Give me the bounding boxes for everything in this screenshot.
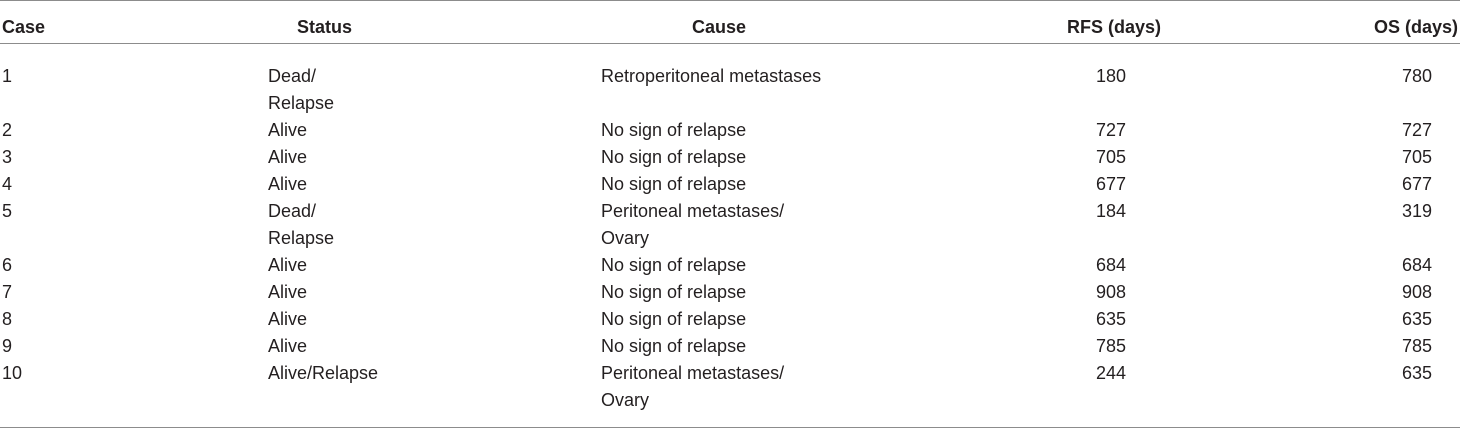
cell-status: Alive: [268, 306, 307, 333]
cell-status-line: Dead/: [268, 66, 317, 86]
cell-case: 8: [2, 309, 13, 329]
cell-cause-line: No sign of relapse: [601, 336, 747, 356]
cell-status-line: Alive: [268, 174, 308, 194]
cell-rfs: 727: [1095, 120, 1126, 140]
cell-rfs: 184: [1095, 201, 1126, 221]
cell-status: Alive: [268, 171, 307, 198]
cell-rfs: 244: [1095, 363, 1126, 383]
cell-cause: No sign of relapse: [601, 171, 746, 198]
cell-status: Alive/Relapse: [268, 360, 378, 387]
cell-status-line: Relapse: [268, 228, 335, 248]
cell-status-line: Alive: [268, 120, 308, 140]
cell-case: 1: [2, 66, 13, 86]
cell-rfs: 785: [1095, 336, 1126, 356]
cell-rfs: 635: [1095, 309, 1126, 329]
cell-status: Alive: [268, 333, 307, 360]
cell-cause-line: No sign of relapse: [601, 174, 747, 194]
cell-cause: No sign of relapse: [601, 252, 746, 279]
cell-status-line: Alive/Relapse: [268, 363, 379, 383]
cell-os: 319: [1401, 201, 1432, 221]
cell-rfs: 180: [1095, 66, 1126, 86]
cell-cause-line: Retroperitoneal metastases: [601, 66, 822, 86]
cell-cause-line: No sign of relapse: [601, 120, 747, 140]
cell-cause-line: Ovary: [601, 228, 650, 248]
cell-os: 635: [1401, 363, 1432, 383]
cell-case: 5: [2, 201, 13, 221]
cell-case: 4: [2, 174, 13, 194]
cell-cause: Retroperitoneal metastases: [601, 63, 821, 90]
cell-case: 2: [2, 120, 13, 140]
header-cause: Cause: [692, 17, 747, 37]
cell-case: 10: [2, 363, 23, 383]
cell-os: 780: [1401, 66, 1432, 86]
cell-cause-line: Peritoneal metastases/: [601, 201, 785, 221]
cell-cause: Peritoneal metastases/Ovary: [601, 198, 784, 252]
cell-status: Dead/Relapse: [268, 63, 334, 117]
cell-status-line: Relapse: [268, 93, 335, 113]
cell-status-line: Alive: [268, 282, 308, 302]
cell-cause: Peritoneal metastases/Ovary: [601, 360, 784, 414]
cell-status-line: Alive: [268, 255, 308, 275]
cell-case: 7: [2, 282, 13, 302]
cell-status-line: Dead/: [268, 201, 317, 221]
cell-cause-line: No sign of relapse: [601, 282, 747, 302]
cell-status-line: Alive: [268, 309, 308, 329]
cell-case: 3: [2, 147, 13, 167]
bottom-rule: [0, 427, 1460, 428]
cell-os: 908: [1401, 282, 1432, 302]
cell-os: 785: [1401, 336, 1432, 356]
header-rfs: RFS (days): [1067, 17, 1162, 37]
cell-status: Alive: [268, 117, 307, 144]
cell-cause-line: No sign of relapse: [601, 255, 747, 275]
header-status: Status: [297, 17, 353, 37]
cell-cause: No sign of relapse: [601, 333, 746, 360]
header-rule: [0, 43, 1460, 44]
cell-rfs: 677: [1095, 174, 1126, 194]
top-rule: [0, 0, 1460, 1]
cell-status: Alive: [268, 252, 307, 279]
cell-cause: No sign of relapse: [601, 117, 746, 144]
cell-rfs: 908: [1095, 282, 1126, 302]
cell-os: 727: [1401, 120, 1432, 140]
cell-status: Alive: [268, 144, 307, 171]
cell-cause-line: Peritoneal metastases/: [601, 363, 785, 383]
cell-os: 635: [1401, 309, 1432, 329]
cell-cause: No sign of relapse: [601, 306, 746, 333]
cell-os: 677: [1401, 174, 1432, 194]
cell-case: 9: [2, 336, 13, 356]
cell-status-line: Alive: [268, 336, 308, 356]
header-os: OS (days): [1373, 17, 1458, 37]
cell-status-line: Alive: [268, 147, 308, 167]
cell-case: 6: [2, 255, 13, 275]
cell-cause-line: Ovary: [601, 390, 650, 410]
cell-cause-line: No sign of relapse: [601, 147, 747, 167]
cell-status: Alive: [268, 279, 307, 306]
cell-os: 684: [1401, 255, 1432, 275]
cell-cause: No sign of relapse: [601, 279, 746, 306]
cell-status: Dead/Relapse: [268, 198, 334, 252]
cell-cause-line: No sign of relapse: [601, 309, 747, 329]
header-case: Case: [2, 17, 46, 37]
cell-cause: No sign of relapse: [601, 144, 746, 171]
cell-rfs: 684: [1095, 255, 1126, 275]
cell-rfs: 705: [1095, 147, 1126, 167]
cell-os: 705: [1401, 147, 1432, 167]
